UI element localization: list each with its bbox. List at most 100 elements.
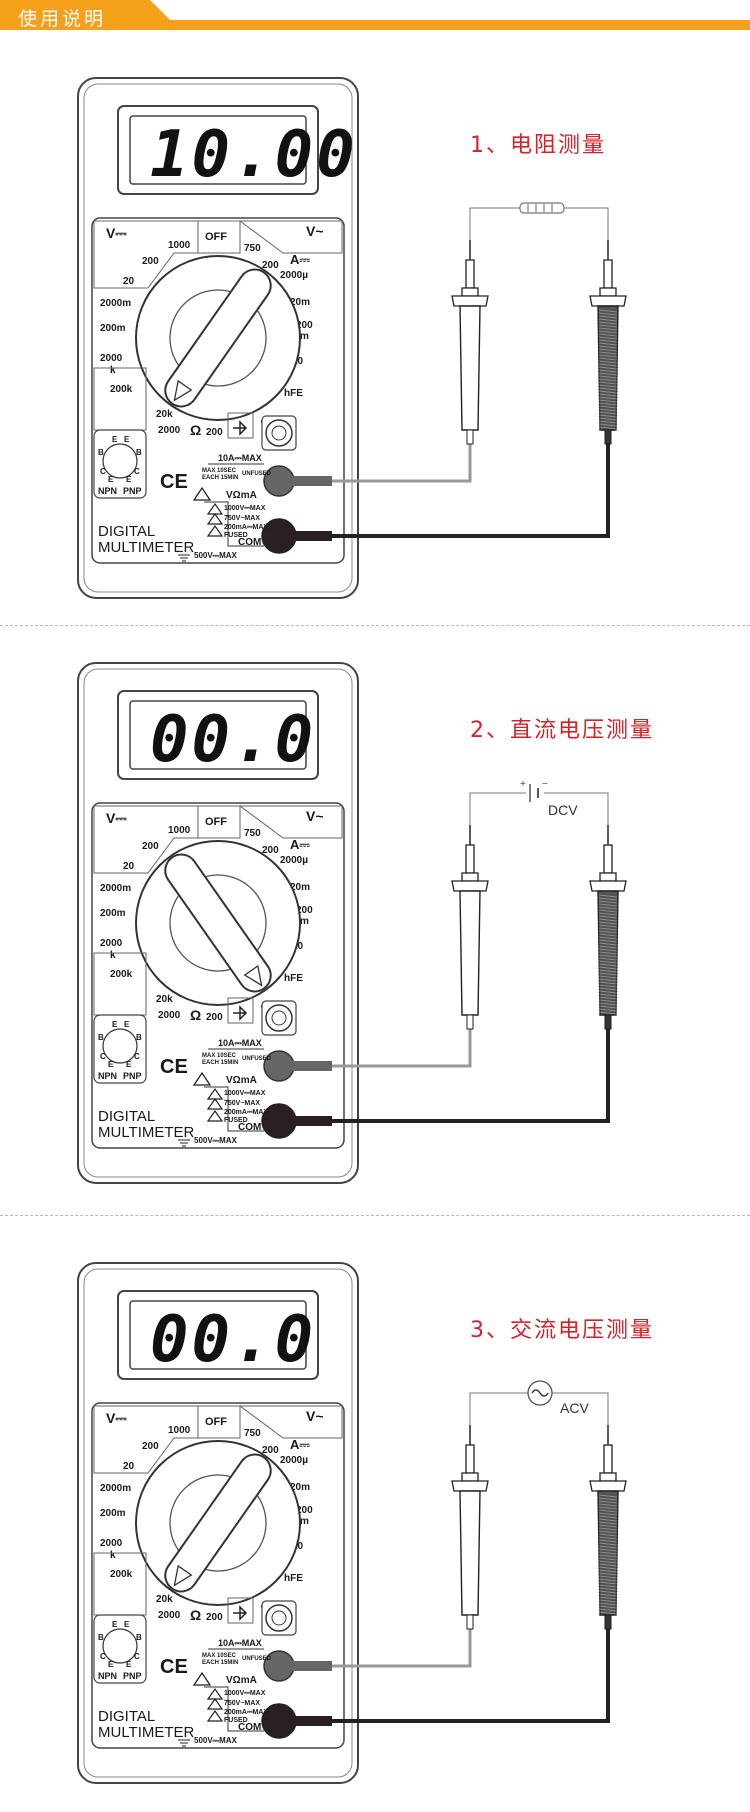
transistor-socket-dial	[102, 443, 138, 479]
brand-multimeter: MULTIMETER	[98, 539, 195, 556]
test-lead-black	[332, 1029, 610, 1123]
socket-e1: E	[112, 435, 118, 444]
label-leader-com	[204, 1686, 264, 1732]
diode-icon	[233, 420, 248, 436]
lcd-digits: 10.00	[150, 118, 358, 192]
lcd-screen	[129, 1300, 307, 1370]
diode-icon	[233, 1605, 248, 1621]
knob-pointer	[243, 964, 263, 987]
socket-c1: C	[100, 1652, 106, 1661]
label-com: COM	[238, 537, 261, 548]
label-1000v-max: 1000V⎓MAX	[224, 505, 266, 512]
probe-handle-texture	[598, 1524, 618, 1528]
vac-zone	[238, 805, 343, 839]
probe-neck	[603, 259, 613, 289]
label-pnp: PNP	[123, 486, 142, 496]
jack-10a-hole	[271, 1610, 287, 1626]
label-r2000k: 2000	[100, 353, 123, 364]
label-a20m: 20m	[290, 297, 310, 308]
probe-handle-texture	[598, 417, 618, 421]
label-pnp: PNP	[123, 1671, 142, 1681]
probe-handle-texture	[598, 1554, 618, 1558]
test-lead-red	[332, 1029, 472, 1068]
probe-handle-texture	[598, 909, 618, 913]
probe-handle-texture	[598, 1608, 618, 1612]
vac-zone	[238, 220, 343, 254]
label-ac750: 750	[244, 828, 261, 839]
probe-boot	[466, 429, 474, 445]
lcd-screen	[129, 700, 307, 770]
label-750v-max: 750V~MAX	[224, 515, 260, 522]
diode-zone	[227, 1597, 254, 1624]
probe-positive	[451, 825, 489, 1030]
dial-knob	[164, 1453, 272, 1593]
probe-handle-texture	[598, 351, 618, 355]
label-v20: 20	[123, 276, 135, 287]
header-title: 使用说明	[18, 8, 107, 30]
label-a200m: 200	[296, 1505, 313, 1516]
label-vomA: VΩmA	[226, 1675, 257, 1686]
probe-handle-texture	[598, 981, 618, 985]
transistor-socket-dial	[102, 1028, 138, 1064]
label-ce: CE	[160, 471, 188, 493]
label-a200m: 200	[296, 905, 313, 916]
label-ohm: Ω	[190, 1007, 201, 1023]
warning-icon	[192, 486, 212, 501]
probe-handle-texture	[598, 999, 618, 1003]
probe-handle	[459, 890, 481, 1016]
probe-positive	[451, 240, 489, 445]
probe-collar	[461, 287, 479, 297]
probe-neck	[465, 844, 475, 874]
probe-handle-texture	[598, 411, 618, 415]
probe-handle-texture	[598, 1008, 618, 1012]
ground-icon	[178, 1139, 190, 1147]
label-v20: 20	[123, 861, 135, 872]
probe-handle	[459, 1490, 481, 1616]
probe-neck	[603, 844, 613, 874]
transistor-socket	[93, 429, 147, 499]
probe-handle-texture	[598, 1569, 618, 1573]
probe-boot	[466, 1014, 474, 1030]
label-500v-max: 500V⎓MAX	[194, 1736, 238, 1745]
probe-guard	[451, 295, 489, 307]
probe-handle-texture	[598, 336, 618, 340]
label-a20m: 20m	[290, 882, 310, 893]
probe-handle-texture	[598, 942, 618, 946]
off-zone	[197, 805, 241, 839]
probe-handle-texture	[598, 1494, 618, 1498]
brand-digital: DIGITAL	[98, 1108, 155, 1125]
label-v200m: 200m	[100, 908, 126, 919]
vac-zone	[238, 1405, 343, 1439]
label-v1000: 1000	[168, 825, 191, 836]
lcd-reading: 10.00	[150, 118, 358, 192]
plug-vomA	[292, 1661, 332, 1671]
dial-knob	[164, 853, 272, 993]
probe-handle-texture	[598, 381, 618, 385]
probe-handle-texture	[598, 945, 618, 949]
label-vomA: VΩmA	[226, 490, 257, 501]
lcd-digits: 00.0	[150, 1303, 313, 1377]
warning-icon	[206, 524, 224, 537]
label-com: COM	[238, 1722, 261, 1733]
probe-handle-texture	[598, 363, 618, 367]
probe-handle-texture	[598, 324, 618, 328]
probe-handle-texture	[598, 1500, 618, 1504]
label-hfe: hFE	[284, 973, 303, 984]
probe-handle-texture	[598, 1587, 618, 1591]
measurement-diagram: 00.0V⎓V~OFF1000200202000m200m2000k200k20…	[77, 1262, 627, 1784]
label-fused: FUSED	[224, 1117, 248, 1124]
probe-handle-texture	[598, 333, 618, 337]
probe-handle-texture	[598, 912, 618, 916]
probe-handle-texture	[598, 378, 618, 382]
probe-handle-texture	[598, 954, 618, 958]
probe-neck	[465, 259, 475, 289]
source-label: DCV	[548, 802, 578, 818]
probe-handle-texture	[598, 897, 618, 901]
probe-handle-texture	[598, 1545, 618, 1549]
probe-handle-texture	[598, 1521, 618, 1525]
probe-handle-texture	[598, 1512, 618, 1516]
label-fused: FUSED	[224, 532, 248, 539]
probe-handle-texture	[598, 1509, 618, 1513]
socket-b1: B	[98, 1033, 104, 1042]
